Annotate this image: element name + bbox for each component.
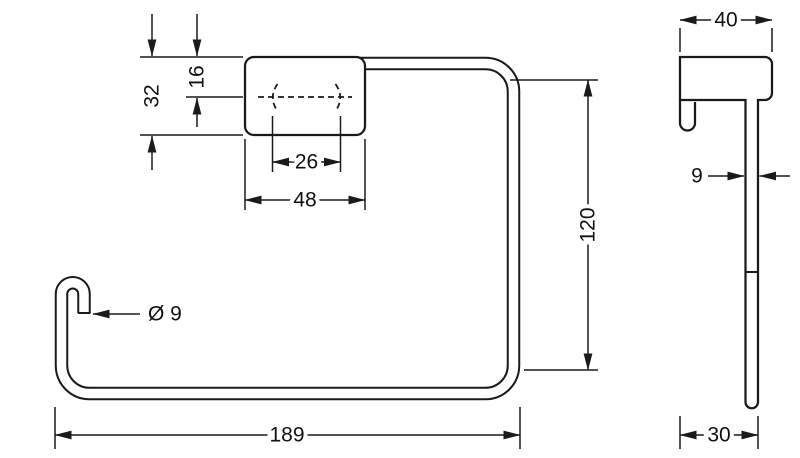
dimension-label-120: 120 [577, 207, 600, 242]
dimension-9: 9 [687, 161, 790, 192]
dimension-30: 30 [679, 416, 759, 451]
side-view: 40 9 30 [678, 5, 790, 451]
dimension-40: 40 [679, 5, 773, 52]
dimension-label-16: 16 [186, 65, 209, 88]
dimension-189: 189 [54, 407, 521, 451]
mounting-block-hidden-detail [258, 83, 352, 112]
dimension-16-32: 16 32 [137, 14, 243, 170]
dimension-label-diameter: Ø 9 [148, 303, 182, 326]
dimension-label-32: 32 [141, 84, 164, 107]
dimension-26: 26 [271, 116, 342, 178]
front-view: 16 32 26 48 120 Ø 9 [54, 14, 604, 451]
hidden-hole-left [271, 83, 279, 112]
wall-hook-lip [678, 100, 697, 132]
hidden-hole-right [334, 83, 342, 112]
dimension-label-26: 26 [295, 151, 318, 174]
dimension-label-48: 48 [293, 189, 316, 212]
dimension-label-40: 40 [714, 9, 737, 32]
dimension-label-30: 30 [707, 424, 730, 447]
bracket-profile [678, 55, 774, 410]
dimension-48: 48 [244, 139, 366, 216]
dimension-label-189: 189 [269, 424, 304, 447]
mounting-block [243, 55, 367, 137]
dimension-diameter-9: Ø 9 [92, 299, 186, 330]
dimension-label-9: 9 [691, 165, 703, 188]
dimension-120: 120 [510, 79, 604, 371]
